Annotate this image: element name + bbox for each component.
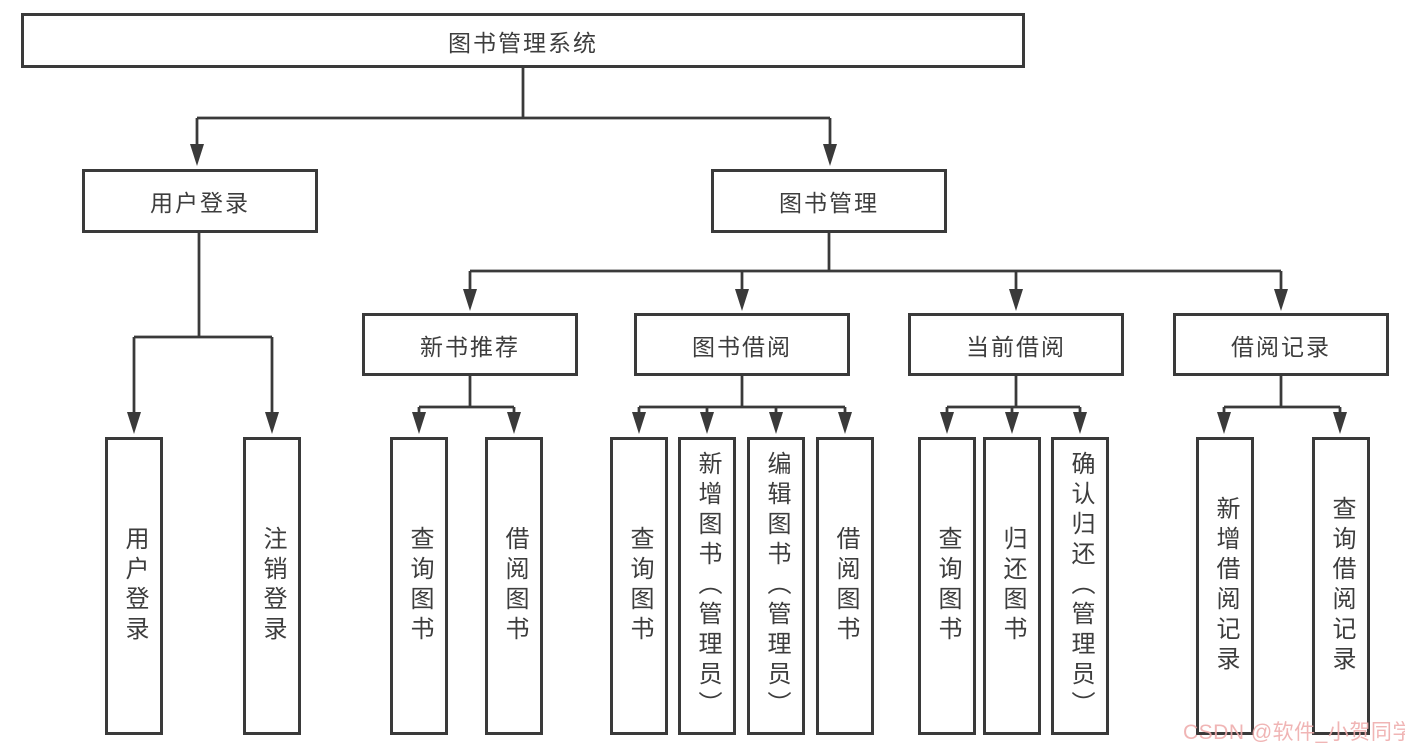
node-label: 借阅图书 (832, 526, 859, 646)
leaf-borrow-books-2: 借阅图书 (816, 437, 874, 735)
node-current-borrow: 当前借阅 (908, 313, 1124, 376)
node-label: 图书借阅 (692, 333, 792, 360)
node-label: 用户登录 (121, 526, 148, 646)
node-user-login: 用户登录 (82, 169, 318, 233)
node-label: 查询图书 (934, 526, 961, 646)
node-label: 当前借阅 (966, 333, 1066, 360)
node-label: 借阅图书 (501, 526, 528, 646)
node-new-book-recommend: 新书推荐 (362, 313, 578, 376)
arrowhead-icon (127, 144, 1347, 434)
leaf-query-books-1: 查询图书 (390, 437, 448, 735)
node-label: 新书推荐 (420, 333, 520, 360)
node-borrow-records: 借阅记录 (1173, 313, 1389, 376)
node-label: 查询借阅记录 (1328, 496, 1355, 676)
node-label: 查询图书 (406, 526, 433, 646)
node-library-management-system: 图书管理系统 (21, 13, 1025, 68)
leaf-edit-books-admin: 编辑图书（管理员） (747, 437, 805, 735)
node-label: 新增借阅记录 (1212, 496, 1239, 676)
node-label: 确认归还（管理员） (1067, 451, 1094, 721)
node-label: 用户登录 (150, 190, 250, 216)
node-label: 借阅记录 (1231, 333, 1331, 360)
watermark: CSDN @软件_小贺同学 (1183, 721, 1405, 744)
leaf-user-login: 用户登录 (105, 437, 163, 735)
node-label: 图书管理 (779, 190, 879, 216)
node-label: 查询图书 (626, 526, 653, 646)
leaf-confirm-return-admin: 确认归还（管理员） (1051, 437, 1109, 735)
leaf-add-borrow-record: 新增借阅记录 (1196, 437, 1254, 735)
leaf-query-books-3: 查询图书 (918, 437, 976, 735)
node-label: 新增图书（管理员） (694, 451, 721, 721)
node-book-management: 图书管理 (711, 169, 947, 233)
leaf-add-books-admin: 新增图书（管理员） (678, 437, 736, 735)
leaf-query-books-2: 查询图书 (610, 437, 668, 735)
node-book-borrow: 图书借阅 (634, 313, 850, 376)
leaf-borrow-books-1: 借阅图书 (485, 437, 543, 735)
node-label: 图书管理系统 (448, 29, 598, 56)
leaf-return-books: 归还图书 (983, 437, 1041, 735)
leaf-logout: 注销登录 (243, 437, 301, 735)
node-label: 归还图书 (999, 526, 1026, 646)
node-label: 编辑图书（管理员） (763, 451, 790, 721)
leaf-query-borrow-record: 查询借阅记录 (1312, 437, 1370, 735)
node-label: 注销登录 (259, 526, 286, 646)
